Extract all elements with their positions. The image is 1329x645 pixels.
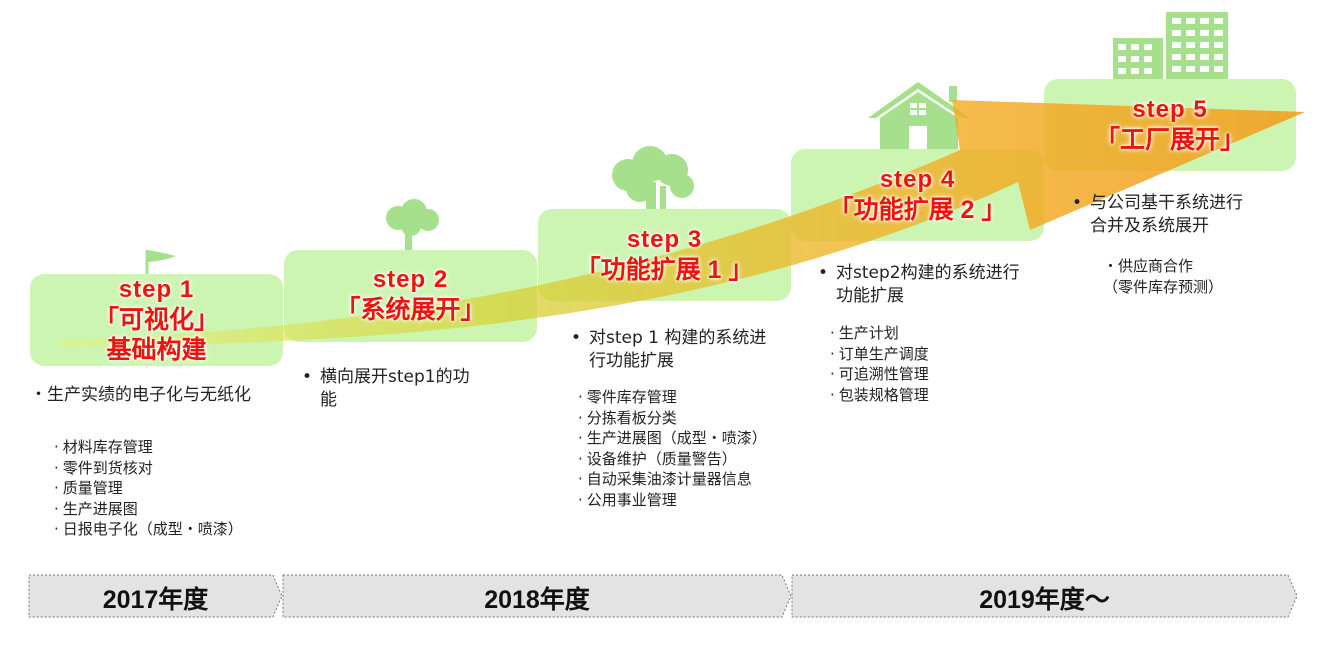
flag-icon bbox=[145, 250, 176, 276]
step-2-desc-line-1: 横向展开step1的功 bbox=[320, 367, 470, 387]
timeline-2018 bbox=[282, 574, 792, 618]
timeline-2019 bbox=[791, 574, 1298, 618]
list-item: 零件到货核对 bbox=[54, 458, 243, 479]
step-1-label: step 1 bbox=[118, 276, 195, 303]
list-item: 生产计划 bbox=[830, 323, 929, 344]
year-label-2018: 2018年度 bbox=[484, 586, 590, 614]
list-item: 设备维护（质量警告） bbox=[578, 449, 767, 470]
step-3-title: step 3 「功能扩展 1 」 bbox=[538, 226, 791, 285]
list-item: 包装规格管理 bbox=[830, 385, 929, 406]
bullet-dot: • bbox=[302, 367, 313, 387]
growth-arrow-icon bbox=[60, 100, 1305, 346]
step-4-desc-line-1: 对step2构建的系统进行 bbox=[836, 263, 1020, 283]
list-item: 生产进展图 bbox=[54, 499, 243, 520]
list-item: 生产进展图（成型・喷漆） bbox=[578, 428, 767, 449]
step-2-subtitle: 「系统展开」 bbox=[335, 295, 486, 324]
step-5-title: step 5 「工厂展开」 bbox=[1044, 96, 1296, 155]
tree-small-icon bbox=[386, 199, 439, 252]
step-1-items: 材料库存管理 零件到货核对 质量管理 生产进展图 日报电子化（成型・喷漆） bbox=[54, 437, 243, 540]
bullet-mid: ・ bbox=[30, 385, 47, 405]
step-1-subtitle: 「可视化」 bbox=[93, 305, 219, 334]
list-item: 自动采集油漆计量器信息 bbox=[578, 469, 767, 490]
list-item: 可追溯性管理 bbox=[830, 364, 929, 385]
step-3-desc-line-2: 行功能扩展 bbox=[589, 351, 674, 371]
step-2-label: step 2 bbox=[372, 266, 449, 293]
step-4-description: • 对step2构建的系统进行 功能扩展 bbox=[818, 262, 1066, 308]
bullet-dot: • bbox=[818, 263, 829, 283]
timeline-2017 bbox=[28, 574, 283, 618]
step-1-description: ・生产实绩的电子化与无纸化 bbox=[30, 384, 290, 407]
step-3-desc-line-1: 对step 1 构建的系统进 bbox=[589, 328, 767, 348]
list-item: 公用事业管理 bbox=[578, 490, 767, 511]
list-item: （零件库存预测） bbox=[1103, 277, 1224, 296]
step-4-items: 生产计划 订单生产调度 可追溯性管理 包装规格管理 bbox=[830, 323, 929, 405]
bullet-dot: • bbox=[571, 328, 582, 348]
step-2-title: step 2 「系统展开」 bbox=[284, 266, 537, 325]
year-label-2017: 2017年度 bbox=[102, 586, 209, 614]
step-5-desc-line-2: 合并及系统展开 bbox=[1090, 216, 1209, 236]
step-5-subtitle: 「工厂展开」 bbox=[1094, 125, 1245, 154]
tree-large-icon bbox=[612, 146, 694, 214]
list-item: 分拣看板分类 bbox=[578, 408, 767, 429]
step-3-label: step 3 bbox=[626, 226, 703, 253]
list-item: 日报电子化（成型・喷漆） bbox=[54, 519, 243, 540]
buildings-icon bbox=[1113, 12, 1228, 86]
step-4-subtitle: 「功能扩展 2 」 bbox=[828, 195, 1007, 224]
step-4-label: step 4 bbox=[879, 166, 956, 193]
step-3-description: • 对step 1 构建的系统进 行功能扩展 bbox=[571, 327, 809, 373]
step-2-description: • 横向展开step1的功 能 bbox=[302, 366, 520, 412]
step-5-description: • 与公司基干系统进行 合并及系统展开 bbox=[1072, 192, 1310, 238]
list-item: 质量管理 bbox=[54, 478, 243, 499]
list-item: 订单生产调度 bbox=[830, 344, 929, 365]
step-1-title: step 1 「可视化」 基础构建 bbox=[30, 276, 283, 365]
list-item: 零件库存管理 bbox=[578, 387, 767, 408]
year-label-2019: 2019年度～ bbox=[979, 586, 1110, 614]
step-3-items: 零件库存管理 分拣看板分类 生产进展图（成型・喷漆） 设备维护（质量警告） 自动… bbox=[578, 387, 767, 510]
step-1-subtitle-2: 基础构建 bbox=[106, 335, 207, 364]
step-2-desc-line-2: 能 bbox=[320, 390, 337, 410]
step-1-desc-text: 生产实绩的电子化与无纸化 bbox=[47, 385, 251, 405]
house-icon bbox=[868, 82, 970, 152]
step-4-title: step 4 「功能扩展 2 」 bbox=[791, 166, 1044, 225]
step-5-items: ・供应商合作 （零件库存预测） bbox=[1103, 256, 1223, 297]
timeline bbox=[28, 574, 1298, 618]
step-5-label: step 5 bbox=[1132, 96, 1208, 123]
list-item: 材料库存管理 bbox=[54, 437, 243, 458]
bullet-dot: • bbox=[1072, 193, 1083, 213]
step-5-desc-line-1: 与公司基干系统进行 bbox=[1090, 193, 1243, 213]
step-4-desc-line-2: 功能扩展 bbox=[836, 286, 904, 306]
list-item: ・供应商合作 bbox=[1103, 257, 1194, 275]
step-3-subtitle: 「功能扩展 1 」 bbox=[575, 255, 754, 284]
